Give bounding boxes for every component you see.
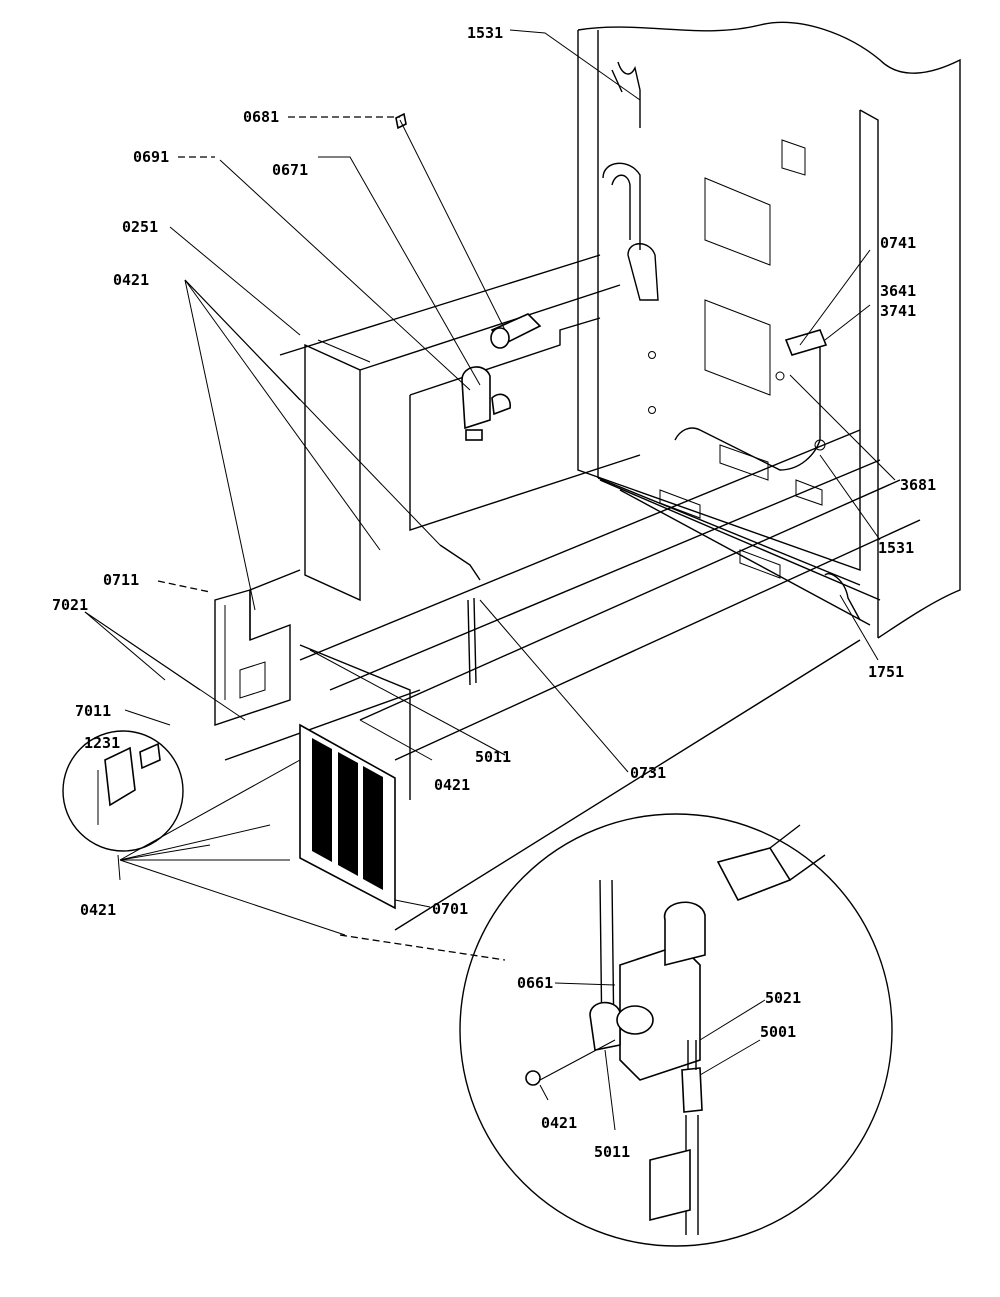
label-3681: 3681 bbox=[900, 476, 936, 494]
label-1531-right: 1531 bbox=[878, 539, 914, 557]
grille-slats bbox=[312, 738, 383, 890]
label-0691: 0691 bbox=[133, 148, 169, 166]
label-0681: 0681 bbox=[243, 108, 279, 126]
label-0701: 0701 bbox=[432, 900, 468, 918]
label-5001: 5001 bbox=[760, 1023, 796, 1041]
label-0421-mid: 0421 bbox=[434, 776, 470, 794]
detail-circle-left bbox=[62, 730, 184, 852]
label-0731: 0731 bbox=[630, 764, 666, 782]
label-1231: 1231 bbox=[84, 734, 120, 752]
screw-part-0681 bbox=[395, 112, 542, 349]
base-channel bbox=[224, 429, 921, 931]
leader-lines bbox=[84, 29, 896, 1131]
wire-harness bbox=[674, 329, 828, 471]
label-0671: 0671 bbox=[272, 161, 308, 179]
label-0421-left: 0421 bbox=[80, 901, 116, 919]
label-0421-detail: 0421 bbox=[541, 1114, 577, 1132]
label-1531-top: 1531 bbox=[467, 24, 503, 42]
label-7011: 7011 bbox=[75, 702, 111, 720]
label-5021: 5021 bbox=[765, 989, 801, 1007]
label-0741: 0741 bbox=[880, 234, 916, 252]
part-labels: 1531 0681 0691 0671 0251 0421 0741 3641 … bbox=[52, 24, 936, 1161]
label-3741: 3741 bbox=[880, 302, 916, 320]
label-7021: 7021 bbox=[52, 596, 88, 614]
detail-circle-right bbox=[459, 813, 893, 1247]
label-0421-upper: 0421 bbox=[113, 271, 149, 289]
label-1751: 1751 bbox=[868, 663, 904, 681]
rod-0731 bbox=[439, 544, 481, 686]
upper-tray bbox=[279, 254, 641, 602]
label-5011-detail: 5011 bbox=[594, 1143, 630, 1161]
grille-0701 bbox=[299, 644, 411, 910]
label-0711: 0711 bbox=[103, 571, 139, 589]
label-3641: 3641 bbox=[880, 282, 916, 300]
label-0661: 0661 bbox=[517, 974, 553, 992]
cabinet-back-wall bbox=[577, 21, 961, 639]
valve-part-0671 bbox=[461, 366, 511, 441]
bracket-0711 bbox=[214, 569, 301, 726]
label-0251: 0251 bbox=[122, 218, 158, 236]
label-5011-mid: 5011 bbox=[475, 748, 511, 766]
